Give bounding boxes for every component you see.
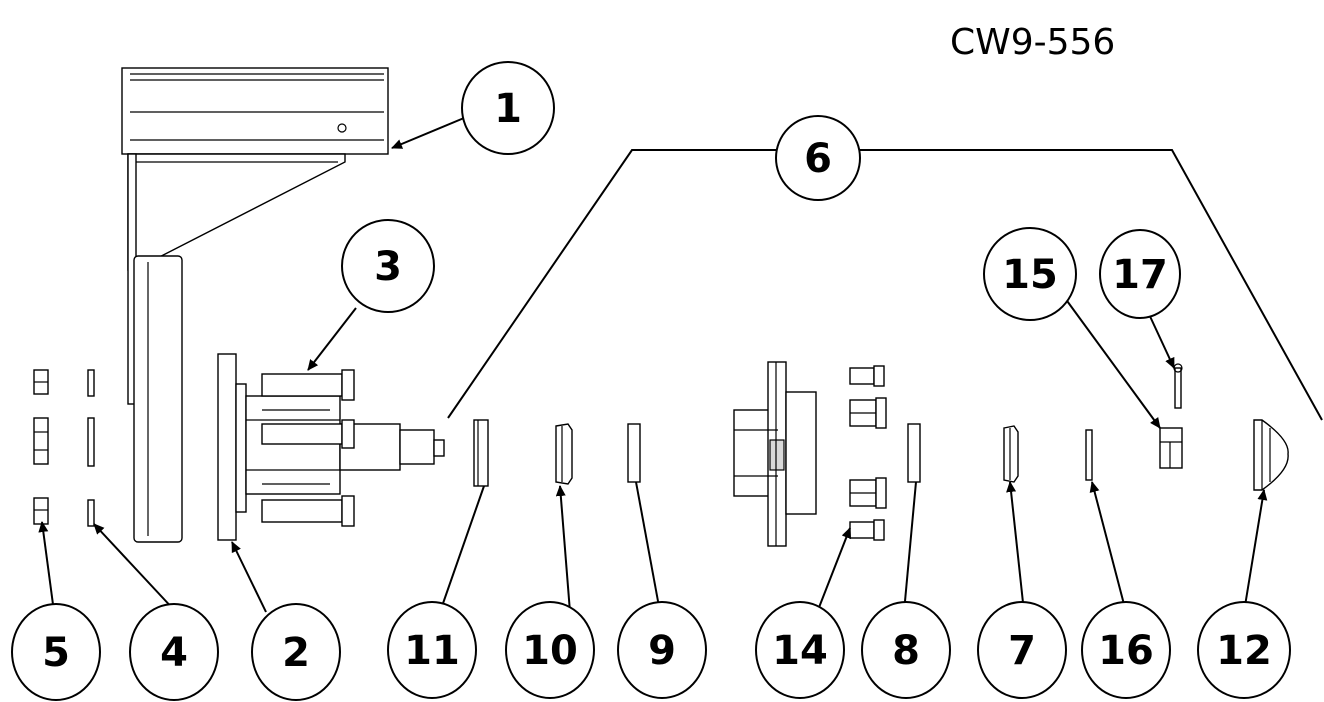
callout-17: 17	[1099, 229, 1181, 319]
callout-4: 4	[129, 603, 219, 701]
callout-8: 8	[861, 601, 951, 699]
callout-11: 11	[387, 601, 477, 699]
callout-11-label: 11	[404, 628, 460, 674]
part-washers	[87, 369, 95, 527]
part-11-seal	[473, 419, 489, 487]
callout-15-label: 15	[1002, 252, 1058, 298]
callout-2: 2	[251, 603, 341, 701]
part-7-bearing	[1003, 425, 1019, 483]
part-8-race	[907, 423, 921, 483]
hub-assembly-bracket	[447, 149, 778, 419]
part-hex-nuts	[33, 369, 49, 525]
part-10-bearing	[555, 423, 573, 485]
part-9-race	[627, 423, 641, 483]
callout-10-label: 10	[522, 628, 578, 674]
callout-5: 5	[11, 603, 101, 701]
callout-1: 1	[461, 61, 555, 155]
callout-17-label: 17	[1112, 252, 1168, 298]
part-spindle-with-bolts	[217, 353, 445, 541]
callout-6-label: 6	[804, 136, 832, 182]
part-hub	[733, 361, 817, 547]
part-17-cotter-pin	[1173, 363, 1183, 409]
drawing-reference: CW9-556	[950, 22, 1115, 63]
callout-9: 9	[617, 601, 707, 699]
callout-8-label: 8	[892, 628, 920, 674]
hub-assembly-bracket-right	[860, 149, 1323, 421]
callout-12-label: 12	[1216, 628, 1272, 674]
callout-2-label: 2	[282, 630, 310, 676]
callout-7: 7	[977, 601, 1067, 699]
callout-16-label: 16	[1098, 628, 1154, 674]
callout-3: 3	[341, 219, 435, 313]
callout-16: 16	[1081, 601, 1171, 699]
callout-5-label: 5	[42, 630, 70, 676]
part-14-wheel-bolts	[849, 365, 887, 541]
callout-4-label: 4	[160, 630, 188, 676]
callout-6: 6	[775, 115, 861, 201]
part-spindle-bracket	[121, 67, 389, 543]
part-15-nut	[1159, 427, 1183, 469]
part-16-washer	[1085, 429, 1093, 481]
leader-lines	[38, 117, 1268, 613]
callout-10: 10	[505, 601, 595, 699]
callout-3-label: 3	[374, 244, 402, 290]
callout-12: 12	[1197, 601, 1291, 699]
part-12-dust-cap	[1253, 419, 1289, 491]
callout-7-label: 7	[1008, 628, 1036, 674]
callout-1-label: 1	[494, 86, 522, 132]
callout-15: 15	[983, 227, 1077, 321]
callout-9-label: 9	[648, 628, 676, 674]
callout-14-label: 14	[772, 628, 828, 674]
callout-14: 14	[755, 601, 845, 699]
